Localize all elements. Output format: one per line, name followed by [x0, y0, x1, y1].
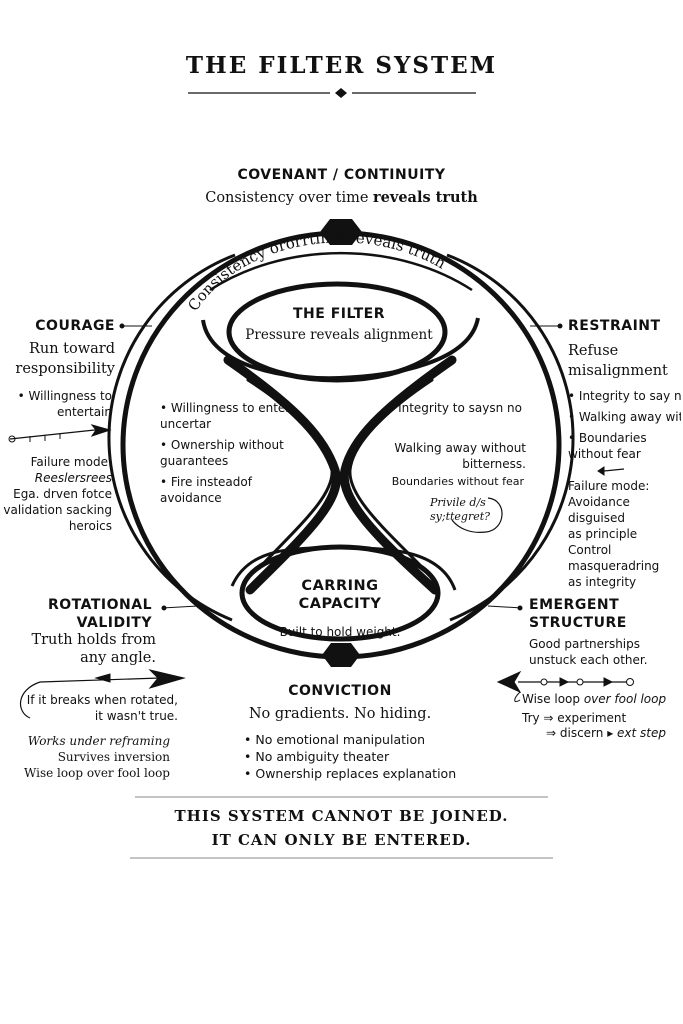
courage-failure-line: Reeslersrees — [34, 471, 112, 485]
conviction-subtitle: No gradients. No hiding. — [248, 706, 432, 722]
courage-failure: Failure mode: Reeslersrees Ega. drven fo… — [0, 454, 112, 534]
conviction-list: No emotional manipulation No ambiguity t… — [244, 732, 474, 783]
title-divider — [188, 88, 476, 98]
capacity-heading: CARRING CAPACITY — [240, 577, 440, 613]
emergent-subtitle: Good partnerships unstuck each other. — [529, 637, 648, 667]
emergent-discern-plain: ⇒ discern ▸ — [546, 726, 618, 740]
filter-right-item-1: Integrity to saysn no — [398, 401, 522, 415]
rotational-heading-line2: VALIDITY — [76, 615, 152, 631]
restraint-tick-icon — [597, 466, 625, 476]
rotational-arrow-icon — [20, 669, 186, 719]
restraint-list: Integrity to say n Walking away without … — [568, 388, 681, 467]
courage-failure-label: Failure mode: — [30, 455, 112, 469]
arc-text: Consistency ororrtime reveals truth — [184, 228, 449, 314]
filter-heading: THE FILTER — [293, 306, 385, 322]
list-item: Integrity to say n — [568, 388, 681, 404]
filter-subtitle: Pressure reveals alignment — [245, 327, 433, 343]
restraint-failure-line: masqueradring — [568, 559, 660, 573]
list-item: No ambiguity theater — [244, 749, 474, 765]
restraint-failure-line: Control — [568, 543, 612, 557]
filter-right-item-2: Walking away without bitterness. — [394, 441, 526, 471]
restraint-failure-line: Avoidance disguised — [568, 495, 630, 525]
courage-failure-line: validation sacking — [3, 503, 112, 517]
scribble-curl-icon — [451, 497, 503, 533]
emergent-arrow-icon — [496, 670, 634, 703]
footer-line2: IT CAN ONLY BE ENTERED. — [211, 831, 472, 849]
page-title: THE FILTER SYSTEM — [185, 52, 498, 79]
inner-ring-top — [209, 251, 473, 292]
emergent-loop-plain: Wise loop — [522, 692, 584, 706]
rotational-note: If it breaks when rotated, it wasn't tru… — [26, 693, 178, 723]
restraint-failure-line: as integrity — [568, 575, 637, 589]
emergent-heading-line1: EMERGENT — [529, 597, 620, 613]
emergent-heading: EMERGENT STRUCTURE — [529, 596, 627, 632]
rotational-line: Works under reframing — [27, 734, 170, 748]
emergent-loop-ital: over fool loop — [583, 692, 667, 706]
emergent-heading-line2: STRUCTURE — [529, 615, 627, 631]
list-item: Ownership replaces explanation — [244, 766, 474, 782]
covenant-subtitle-plain: Consistency over time — [205, 190, 374, 206]
list-item: No emotional manipulation — [244, 732, 474, 748]
courage-subtitle: Run toward responsibility — [15, 341, 115, 377]
rotational-heading: ROTATIONAL VALIDITY — [0, 596, 152, 632]
rotational-lines: Works under reframing Survives inversion… — [0, 733, 170, 781]
filter-right-item-3: Boundaries without fear — [391, 475, 524, 488]
rotational-line: Survives inversion — [57, 750, 170, 764]
filter-top-swoosh — [201, 317, 480, 381]
inner-ring-left — [107, 253, 236, 622]
capacity-heading-line2: CAPACITY — [298, 596, 382, 612]
list-item: Boundaries without fear — [568, 430, 681, 462]
covenant-heading: COVENANT / CONTINUITY — [237, 167, 446, 183]
footer-message: THIS SYSTEM CANNOT BE JOINED. IT CAN ONL… — [0, 804, 683, 852]
emergent-loop: Wise loop over fool loop — [522, 691, 682, 707]
footer-line1: THIS SYSTEM CANNOT BE JOINED. — [174, 807, 509, 825]
restraint-subtitle: Refuse misalignment — [568, 343, 668, 379]
courage-item: • Willingness to entertain — [17, 389, 112, 419]
filter-left-list: Willingness to enter uncertar Ownership … — [160, 400, 310, 511]
courage-item-text: Willingness to entertain — [28, 389, 112, 419]
courage-arrow-icon — [8, 424, 112, 443]
capacity-subtitle: Built to hold weight. — [279, 625, 401, 639]
restraint-failure-label: Failure mode: — [568, 479, 650, 493]
rotational-heading-line1: ROTATIONAL — [47, 597, 152, 613]
list-item: Fire insteadof avoidance — [160, 474, 310, 506]
capacity-swoosh — [230, 546, 457, 591]
conviction-heading: CONVICTION — [288, 683, 392, 699]
courage-failure-line: Ega. drven fotce — [13, 487, 112, 501]
rotational-line: Wise loop over fool loop — [24, 766, 170, 780]
bottom-hexagon-icon — [322, 643, 360, 667]
top-hexagon-icon — [320, 219, 362, 245]
filter-scribble: Privile d/s sy;ttegret? — [430, 496, 491, 523]
list-item: Willingness to enter uncertar — [160, 400, 310, 432]
list-item: Walking away without bitterness — [568, 409, 681, 425]
restraint-heading: RESTRAINT — [568, 318, 661, 334]
emergent-discern: ⇒ discern ▸ ext step — [546, 725, 682, 741]
restraint-failure-line: as principle — [568, 527, 638, 541]
emergent-discern-ital: ext step — [617, 726, 667, 740]
covenant-subtitle-bold: reveals truth — [373, 189, 478, 206]
list-item: Ownership without guarantees — [160, 437, 310, 469]
restraint-failure: Failure mode: Avoidance disguised as pri… — [568, 478, 681, 590]
courage-failure-line: heroics — [68, 519, 112, 533]
emergent-try: Try ⇒ experiment — [522, 711, 627, 725]
covenant-subtitle: Consistency over time reveals truth — [0, 188, 683, 208]
courage-heading: COURAGE — [35, 318, 115, 334]
connector-lines — [119, 323, 563, 611]
capacity-heading-line1: CARRING — [301, 578, 379, 594]
rotational-subtitle: Truth holds from any angle. — [31, 632, 156, 666]
